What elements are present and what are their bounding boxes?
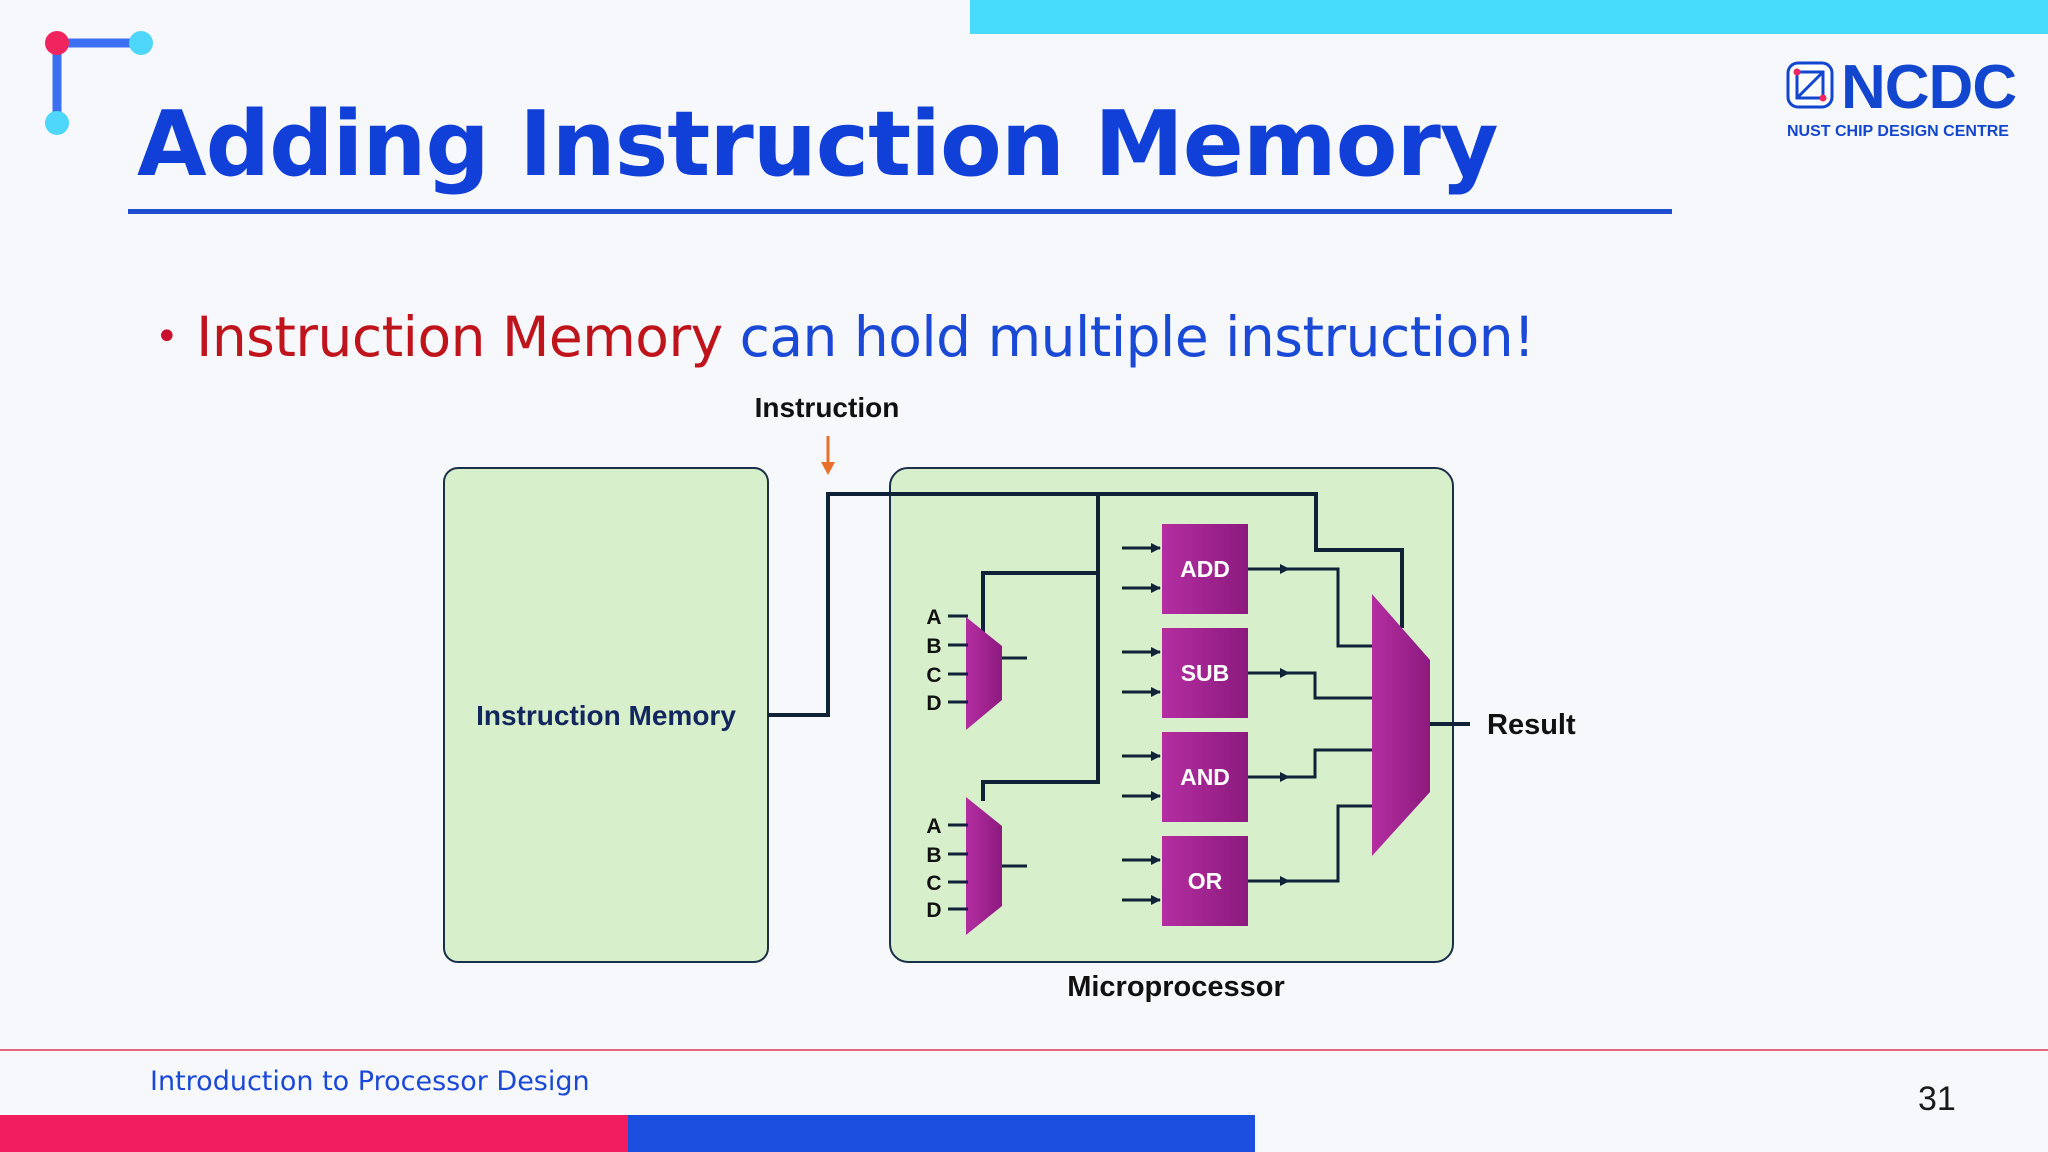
mux-lower-wires — [948, 823, 1027, 911]
result-mux — [1372, 594, 1430, 856]
footer-course-title: Introduction to Processor Design — [150, 1066, 590, 1097]
chip-icon — [1786, 61, 1834, 109]
bottom-bar-blue — [628, 1115, 1255, 1152]
title-divider — [128, 209, 1672, 214]
mux-upper-input-b: B — [926, 635, 941, 658]
alu-output-wires — [1248, 564, 1372, 886]
page-title: Adding Instruction Memory — [137, 92, 1499, 197]
brand-subtitle: NUST CHIP DESIGN CENTRE — [1787, 123, 2009, 140]
bullet-marker: • — [155, 314, 179, 360]
instruction-memory-label: Instruction Memory — [476, 700, 736, 731]
and-unit-label: AND — [1180, 764, 1230, 790]
mux-lower-input-d: D — [926, 899, 941, 922]
mux-lower-input-c: C — [926, 872, 941, 895]
mux-lower-input-a: A — [926, 815, 941, 838]
bullet-point: • Instruction Memory can hold multiple in… — [155, 305, 1535, 369]
mux-upper-input-d: D — [926, 692, 941, 715]
bullet-text: can hold multiple instruction! — [722, 305, 1536, 369]
or-unit-label: OR — [1188, 868, 1223, 894]
sub-unit-label: SUB — [1181, 660, 1230, 686]
bullet-highlight: Instruction Memory — [196, 305, 723, 369]
result-label: Result — [1487, 709, 1576, 741]
mux-upper — [966, 617, 1002, 730]
mux-lower — [966, 797, 1002, 935]
corner-bracket-icon — [45, 31, 153, 135]
mux-lower-input-b: B — [926, 844, 941, 867]
top-accent-bar — [970, 0, 2048, 34]
and-unit — [1162, 732, 1248, 822]
bottom-bar-pink — [0, 1115, 628, 1152]
mux-upper-wires — [948, 614, 1027, 704]
brand-name: NCDC — [1841, 53, 2017, 122]
add-unit-label: ADD — [1180, 556, 1230, 582]
add-unit — [1162, 524, 1248, 614]
page-number: 31 — [1918, 1080, 1956, 1118]
instruction-bus — [768, 492, 1404, 801]
microprocessor-label: Microprocessor — [1067, 971, 1285, 1003]
sub-unit — [1162, 628, 1248, 718]
alu-input-arrows — [1122, 543, 1161, 905]
mux-upper-input-c: C — [926, 664, 941, 687]
or-unit — [1162, 836, 1248, 926]
footer-divider — [0, 1049, 2048, 1051]
mux-upper-input-a: A — [926, 606, 941, 629]
instruction-arrow-head — [821, 462, 835, 475]
instruction-label: Instruction — [755, 392, 900, 423]
